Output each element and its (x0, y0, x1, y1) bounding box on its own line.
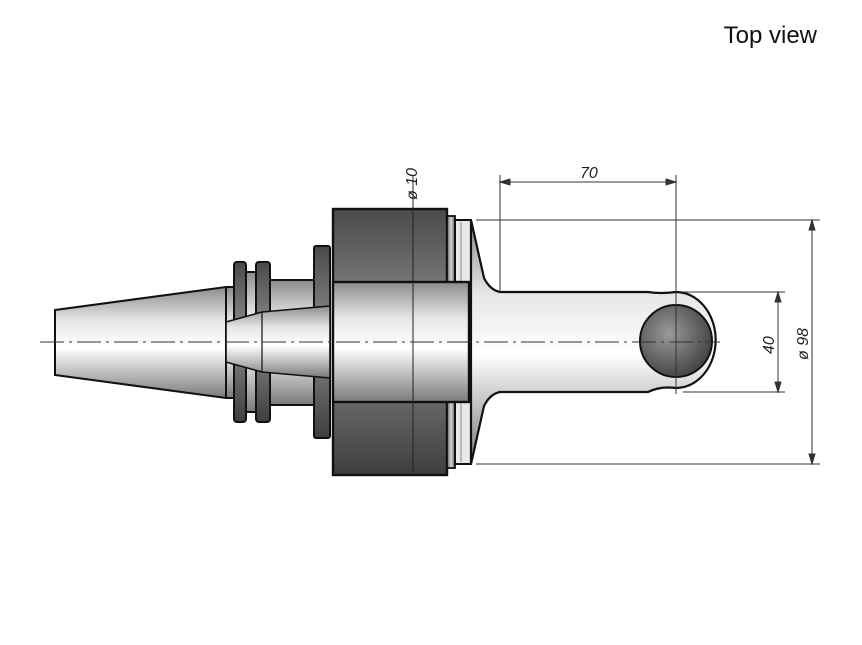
dim-diameter-40: 40 (761, 336, 778, 354)
main-body (331, 175, 472, 477)
dim-diameter-98: ø 98 (795, 328, 812, 360)
dim-diameter-10: ø 10 (404, 168, 421, 200)
dimension-lines (476, 175, 820, 466)
view-title: Top view (723, 22, 817, 49)
dim-length-70: 70 (580, 165, 598, 182)
